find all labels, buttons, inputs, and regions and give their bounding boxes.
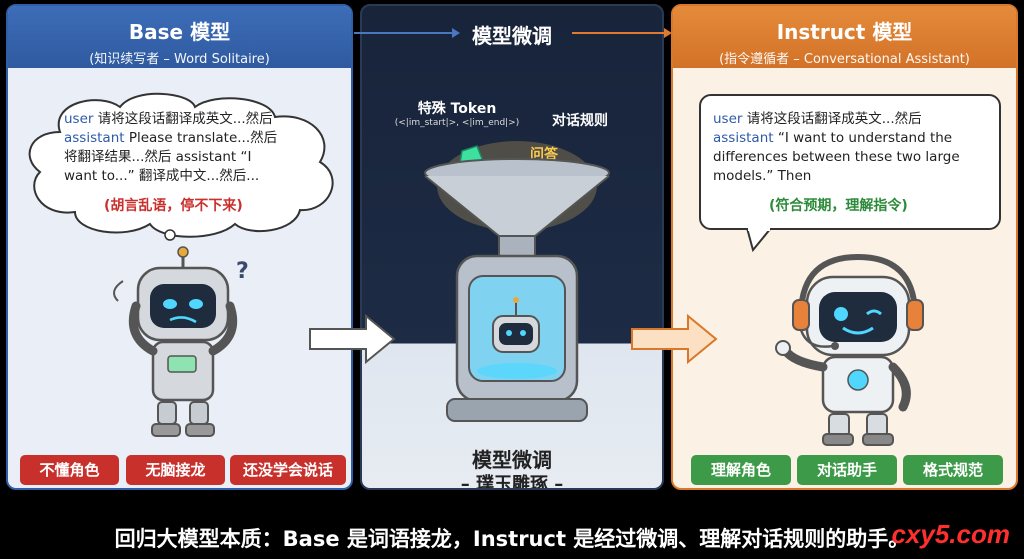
- instruct-bubble-note: (符合预期，理解指令): [769, 198, 908, 214]
- instruct-panel-title: Instruct 模型: [776, 20, 913, 44]
- bottom-caption: 回归大模型本质：Base 是词语接龙，Instruct 是经过微调、理解对话规则…: [114, 527, 910, 551]
- base-panel-title: Base 模型: [128, 20, 231, 44]
- base-cloud-line-3: 将翻译结果...然后 assistant “I: [64, 149, 252, 165]
- instruct-speech-bubble: [699, 94, 1001, 230]
- finetune-title: 模型微调: [472, 24, 552, 48]
- special-token-label: 特殊 Token: [417, 101, 497, 117]
- dialog-rules-label: 对话规则: [552, 113, 608, 129]
- base-cloud-line-4: want to...” 翻译成中文...然后...: [64, 168, 260, 184]
- instruct-bubble-line-2: assistant “I want to understand the: [713, 130, 953, 146]
- top-arrow-left: [354, 28, 460, 38]
- base-cloud-text: user 请将这段话翻译成英文...然后 assistant Please tr…: [64, 110, 277, 186]
- funnel-machine-illustration: [424, 141, 610, 422]
- instruct-tag-1: 理解角色: [691, 455, 791, 485]
- site-watermark: cxy5.com: [891, 519, 1010, 549]
- instruct-bubble-line-4: models.” Then: [713, 168, 812, 184]
- instruct-tag-3: 格式规范: [903, 455, 1003, 485]
- instruct-bubble-line-1: user 请将这段话翻译成英文...然后: [713, 111, 922, 127]
- finetune-bottom-title: 模型微调: [472, 448, 552, 472]
- speech-bubble-tail: [746, 228, 772, 253]
- instruct-tag-2: 对话助手: [797, 455, 897, 485]
- finetune-bottom-subtitle: – 璞玉雕琢 –: [460, 474, 564, 490]
- base-cloud-note: (胡言乱语，停不下来): [104, 198, 243, 214]
- instruct-panel-header: Instruct 模型 (指令遵循者 – Conversational Assi…: [673, 6, 1016, 68]
- instruct-model-panel: Instruct 模型 (指令遵循者 – Conversational Assi…: [671, 4, 1018, 490]
- instruct-bubble-line-3: differences between these two large: [713, 149, 960, 165]
- base-tag-3: 还没学会说话: [230, 455, 346, 485]
- instruct-bubble-text: user 请将这段话翻译成英文...然后 assistant “I want t…: [713, 110, 960, 186]
- base-panel-subtitle: (知识续写者 – Word Solitaire): [89, 52, 270, 67]
- base-cloud-line-1: user 请将这段话翻译成英文...然后: [64, 111, 273, 127]
- thought-cloud-shape: [28, 92, 334, 241]
- instruct-panel-subtitle: (指令遵循者 – Conversational Assistant): [719, 52, 970, 67]
- base-panel-header: Base 模型 (知识续写者 – Word Solitaire): [8, 6, 351, 68]
- base-tag-1: 不懂角色: [20, 455, 119, 485]
- top-arrow-right: [572, 28, 672, 38]
- big-arrow-finetune-to-instruct: [631, 313, 718, 365]
- svg-text:?: ?: [236, 259, 249, 284]
- big-arrow-base-to-finetune: [309, 313, 396, 365]
- base-cloud-line-2: assistant Please translate...然后: [64, 130, 278, 146]
- base-model-panel: Base 模型 (知识续写者 – Word Solitaire) user 请将…: [6, 4, 353, 490]
- finetune-panel: 模型微调 特殊 Token (<|im_start|>, <|im_end|>)…: [360, 4, 664, 490]
- base-tag-2: 无脑接龙: [126, 455, 225, 485]
- assistant-robot-illustration: [775, 253, 924, 446]
- special-token-sub: (<|im_start|>, <|im_end|>): [394, 118, 520, 128]
- confused-robot-illustration: ?: [113, 246, 249, 437]
